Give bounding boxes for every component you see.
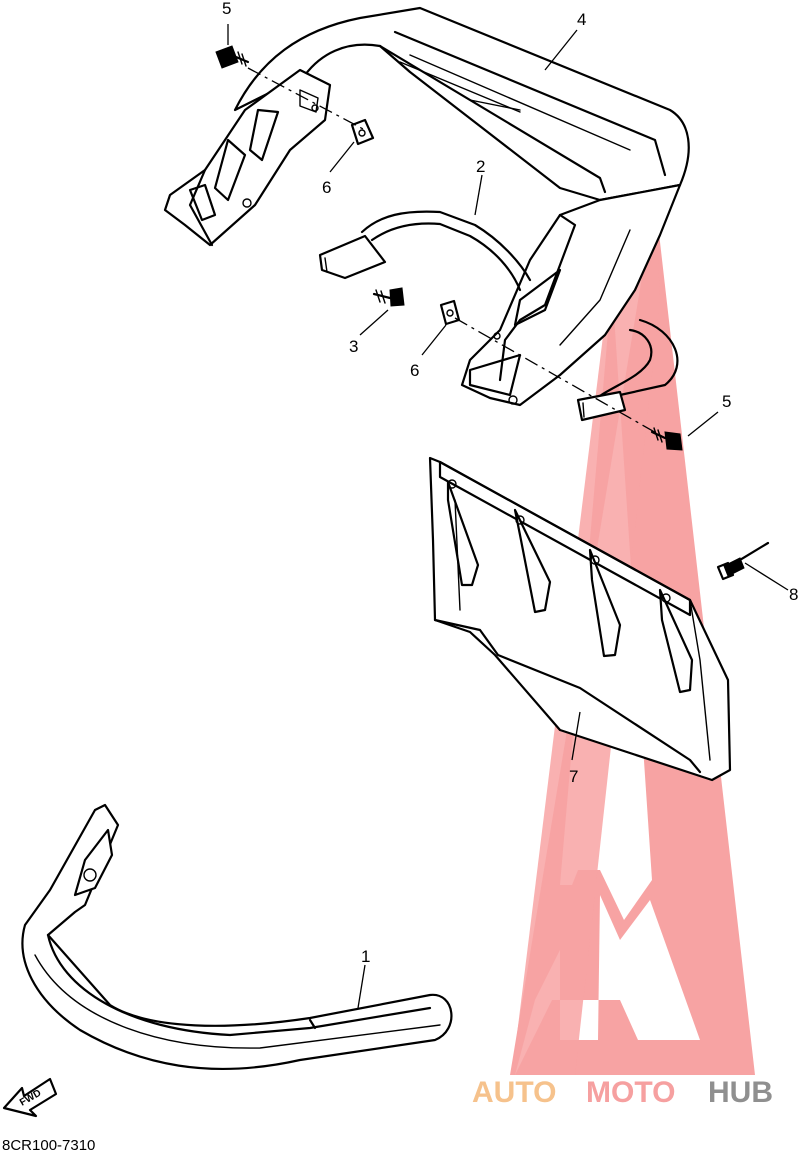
callout-1: 1: [361, 947, 370, 966]
callout-3: 3: [349, 337, 358, 356]
callout-5-top: 5: [222, 0, 231, 18]
callout-2: 2: [476, 157, 485, 176]
leader-line-6-middle: [421, 324, 447, 356]
callout-4: 4: [577, 10, 586, 29]
callout-5-right: 5: [722, 392, 731, 411]
part-1-front-bumper: [21, 803, 453, 1071]
part-8-rivet: [716, 541, 770, 581]
callout-6-top: 6: [322, 178, 331, 197]
part-3-bolt: [372, 287, 405, 307]
watermark-text-moto: MOTO: [586, 1076, 675, 1109]
callout-6-middle: 6: [410, 361, 419, 380]
alignment-line-middle: [379, 294, 396, 301]
part-6-nut-top: [350, 118, 375, 146]
part-5-bolt-right: [650, 427, 683, 451]
leader-line-3: [359, 309, 389, 336]
leader-line-7: [571, 711, 581, 761]
alignment-line-right: [454, 317, 666, 439]
part-2-grab-bar: [318, 210, 679, 422]
watermark-text-hub: HUB: [708, 1076, 773, 1109]
part-4-rear-carrier: [163, 6, 690, 407]
callout-8: 8: [789, 585, 798, 604]
leader-line-4: [544, 29, 578, 71]
fwd-arrow: FWD: [2, 1077, 58, 1118]
leader-line-8: [744, 562, 789, 591]
callout-7: 7: [569, 767, 578, 786]
drawing-code: 8CR100-7310: [2, 1137, 95, 1154]
leader-line-2: [474, 174, 483, 216]
leader-line-5-right: [687, 411, 719, 437]
watermark-text-auto: AUTO: [472, 1076, 556, 1109]
leader-line-1: [357, 964, 366, 1009]
part-5-bolt-top: [215, 45, 250, 69]
part-7-mud-guard: [428, 456, 732, 782]
part-6-nut-middle: [439, 299, 461, 326]
alignment-line-top: [247, 67, 366, 131]
leader-line-6-top: [329, 141, 355, 173]
